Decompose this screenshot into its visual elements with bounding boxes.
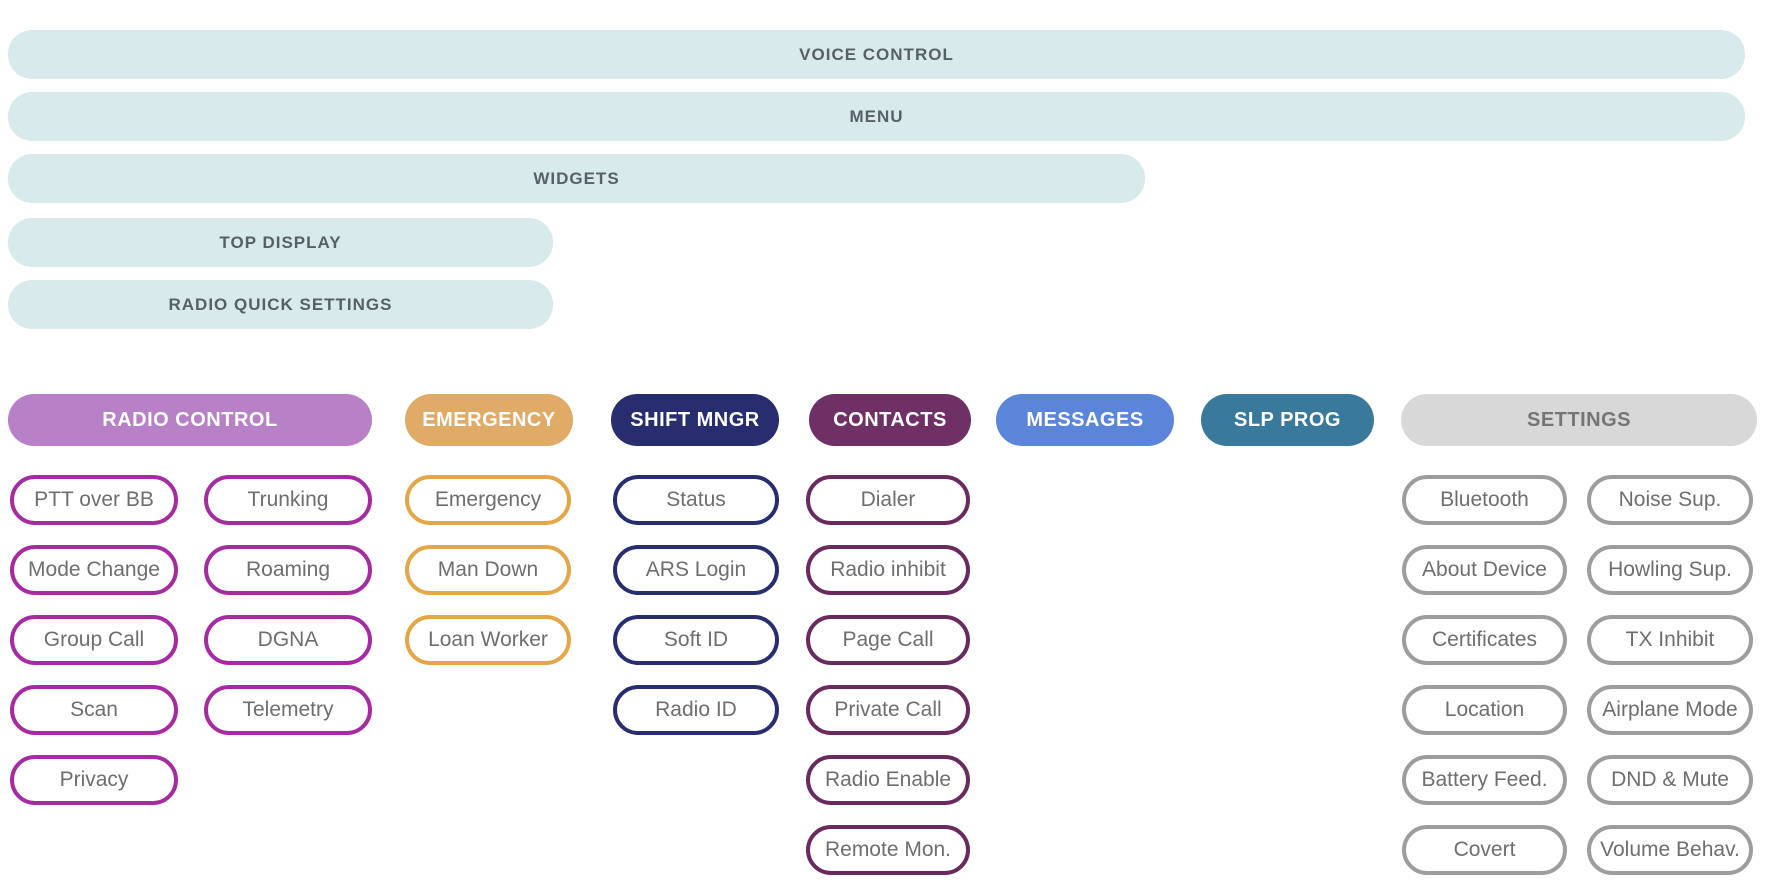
pill-radio-inhibit[interactable]: Radio inhibit <box>806 545 970 595</box>
pill-certificates[interactable]: Certificates <box>1402 615 1567 665</box>
pill-privacy[interactable]: Privacy <box>10 755 178 805</box>
pill-page-call[interactable]: Page Call <box>806 615 970 665</box>
pill-man-down[interactable]: Man Down <box>405 545 571 595</box>
menu-bar: MENU <box>8 92 1745 141</box>
top-display-bar: TOP DISPLAY <box>8 218 553 267</box>
pill-soft-id[interactable]: Soft ID <box>613 615 779 665</box>
pill-ptt-over-bb[interactable]: PTT over BB <box>10 475 178 525</box>
pill-radio-id[interactable]: Radio ID <box>613 685 779 735</box>
category-settings[interactable]: SETTINGS <box>1401 394 1757 446</box>
pill-remote-mon[interactable]: Remote Mon. <box>806 825 970 875</box>
category-shift-mngr[interactable]: SHIFT MNGR <box>611 394 779 446</box>
category-messages[interactable]: MESSAGES <box>996 394 1174 446</box>
pill-private-call[interactable]: Private Call <box>806 685 970 735</box>
pill-emergency[interactable]: Emergency <box>405 475 571 525</box>
pill-status[interactable]: Status <box>613 475 779 525</box>
category-emergency[interactable]: EMERGENCY <box>405 394 573 446</box>
pill-ars-login[interactable]: ARS Login <box>613 545 779 595</box>
pill-mode-change[interactable]: Mode Change <box>10 545 178 595</box>
pill-loan-worker[interactable]: Loan Worker <box>405 615 571 665</box>
pill-howling-sup[interactable]: Howling Sup. <box>1587 545 1753 595</box>
pill-tx-inhibit[interactable]: TX Inhibit <box>1587 615 1753 665</box>
pill-dgna[interactable]: DGNA <box>204 615 372 665</box>
pill-airplane-mode[interactable]: Airplane Mode <box>1587 685 1753 735</box>
pill-telemetry[interactable]: Telemetry <box>204 685 372 735</box>
pill-trunking[interactable]: Trunking <box>204 475 372 525</box>
category-radio-control[interactable]: RADIO CONTROL <box>8 394 372 446</box>
widgets-bar: WIDGETS <box>8 154 1145 203</box>
pill-roaming[interactable]: Roaming <box>204 545 372 595</box>
pill-location[interactable]: Location <box>1402 685 1567 735</box>
pill-group-call[interactable]: Group Call <box>10 615 178 665</box>
radio-quick-settings-bar: RADIO QUICK SETTINGS <box>8 280 553 329</box>
pill-noise-sup[interactable]: Noise Sup. <box>1587 475 1753 525</box>
category-slp-prog[interactable]: SLP PROG <box>1201 394 1374 446</box>
pill-battery-feed[interactable]: Battery Feed. <box>1402 755 1567 805</box>
pill-dialer[interactable]: Dialer <box>806 475 970 525</box>
pill-dnd-mute[interactable]: DND & Mute <box>1587 755 1753 805</box>
voice-control-bar: VOICE CONTROL <box>8 30 1745 79</box>
pill-volume-behav[interactable]: Volume Behav. <box>1587 825 1753 875</box>
pill-about-device[interactable]: About Device <box>1402 545 1567 595</box>
pill-radio-enable[interactable]: Radio Enable <box>806 755 970 805</box>
pill-bluetooth[interactable]: Bluetooth <box>1402 475 1567 525</box>
category-contacts[interactable]: CONTACTS <box>809 394 971 446</box>
pill-covert[interactable]: Covert <box>1402 825 1567 875</box>
pill-scan[interactable]: Scan <box>10 685 178 735</box>
